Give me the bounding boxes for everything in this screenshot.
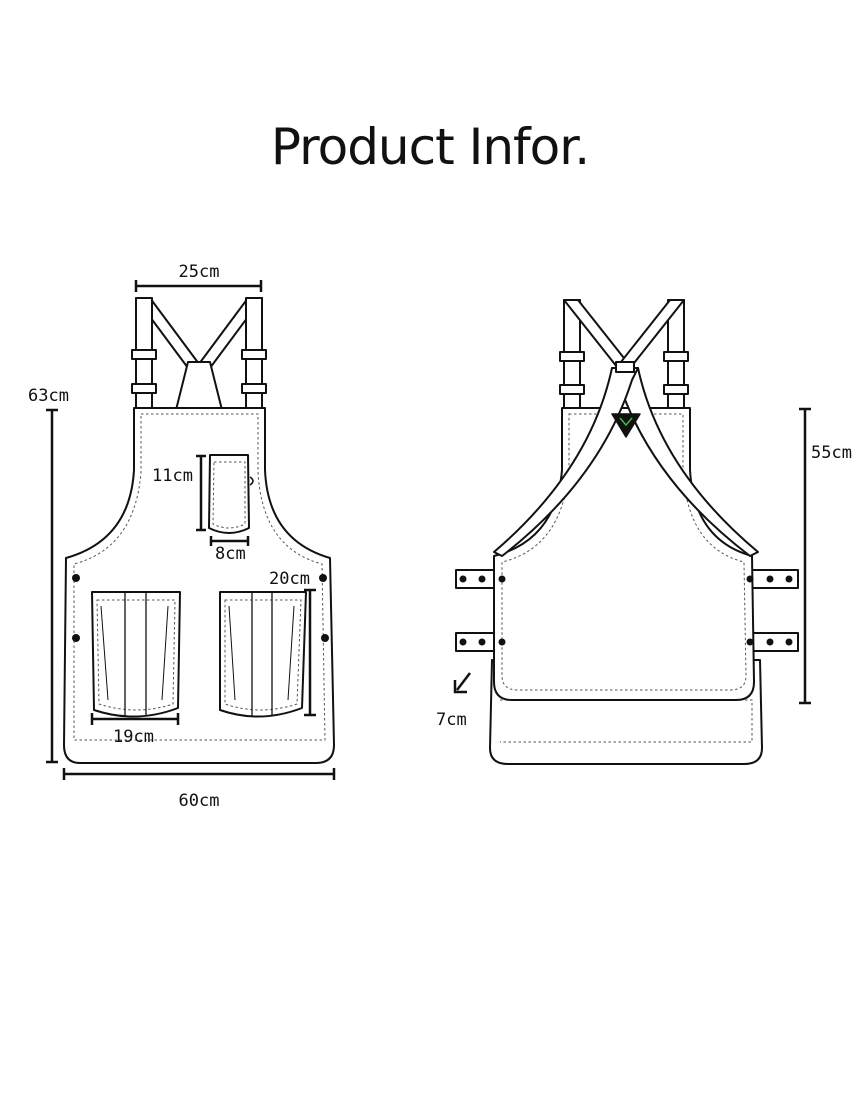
total-width-line (62, 768, 336, 780)
large-pocket-width-label: 19cm (113, 727, 154, 747)
front-apron (63, 297, 335, 764)
small-pocket-width-line (209, 536, 250, 546)
total-height-label: 63cm (28, 386, 69, 406)
logo-triangle-icon (611, 413, 641, 438)
strap-buckle (559, 351, 585, 362)
front-straps (131, 297, 267, 411)
small-pocket-height-label: 11cm (152, 466, 193, 486)
body-height-label: 55cm (811, 443, 852, 463)
large-pocket-left (91, 591, 181, 718)
large-pocket-height-line (304, 588, 316, 717)
large-pocket-height-label: 20cm (269, 569, 310, 589)
small-pocket-width-label: 8cm (215, 544, 246, 564)
strap-buckle (241, 383, 267, 394)
strap-buckle (241, 349, 267, 360)
arrow-down-left-icon (453, 672, 471, 694)
back-apron (455, 299, 799, 765)
side-tabs (455, 569, 799, 652)
rivet (72, 634, 80, 642)
strap-buckle (663, 384, 689, 395)
layer-offset-label: 7cm (436, 710, 467, 730)
back-upper-layer (493, 407, 755, 701)
rivet (321, 634, 329, 642)
page-title: Product Infor. (270, 118, 590, 176)
strap-width-line (134, 280, 263, 292)
strap-buckle (663, 351, 689, 362)
rivet (72, 574, 80, 582)
total-height-line (46, 408, 58, 764)
strap-width-label: 25cm (179, 262, 220, 282)
strap-buckle (131, 349, 157, 360)
large-pocket-right (219, 591, 307, 718)
back-straps (559, 299, 689, 411)
front-dimensions: 25cm 63cm 11cm 8cm 20cm 19cm 60cm (28, 262, 336, 811)
strap-buckle (131, 383, 157, 394)
back-dimensions: 55cm 7cm (436, 407, 852, 730)
large-pocket-width-line (90, 713, 180, 725)
total-width-label: 60cm (179, 791, 220, 811)
small-pocket-height-line (196, 454, 206, 532)
body-height-line (799, 407, 811, 705)
rivet (319, 574, 327, 582)
small-pocket (208, 454, 254, 534)
strap-buckle (559, 384, 585, 395)
